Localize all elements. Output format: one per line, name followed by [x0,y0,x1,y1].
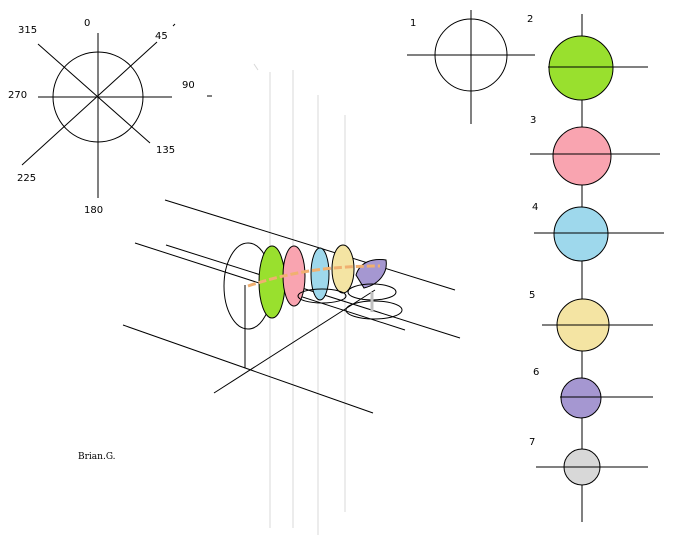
sequence-step-3: 3 [530,115,660,186]
compass-axis-diagonal-45 [37,43,151,144]
sequence-step-5: 5 [529,290,653,352]
sequence-number-4: 4 [532,202,538,213]
compass-rose: 0 45 90 135 180 225 270 315 [8,18,212,216]
compass-label-315: 315 [18,25,37,36]
sequence-number-5: 5 [529,290,535,301]
sequence-number-3: 3 [530,115,536,126]
sequence-step-4: 4 [532,202,664,262]
compass-label-135: 135 [156,145,175,156]
rotation-sequence: 1 2 3 4 5 6 [407,10,664,522]
sequence-number-2: 2 [527,14,533,25]
stray-mark [172,23,176,27]
ellipse-flat-8 [345,300,403,320]
compass-axis-diagonal-315 [21,41,158,166]
compass-label-225: 225 [17,173,36,184]
sequence-number-6: 6 [533,367,539,378]
sequence-step-7: 7 [529,437,648,486]
compass-label-180: 180 [84,205,103,216]
compass-label-45: 45 [155,31,168,42]
author-signature: Brian.G. [78,452,116,462]
sequence-number-1: 1 [410,18,416,29]
sequence-step-2: 2 [527,14,648,101]
compass-label-90: 90 [182,80,195,91]
compass-label-270: 270 [8,90,27,101]
ellipse-flat-9 [297,288,347,304]
rotating-ellipses [223,242,403,330]
compass-label-0: 0 [84,18,90,29]
sequence-step-6: 6 [533,367,653,419]
rotation-axis-path [247,264,381,288]
sequence-number-7: 7 [529,437,535,448]
perspective-axes [122,199,461,414]
sequence-step-1: 1 [407,10,535,124]
ellipse-blue-4 [310,247,330,301]
